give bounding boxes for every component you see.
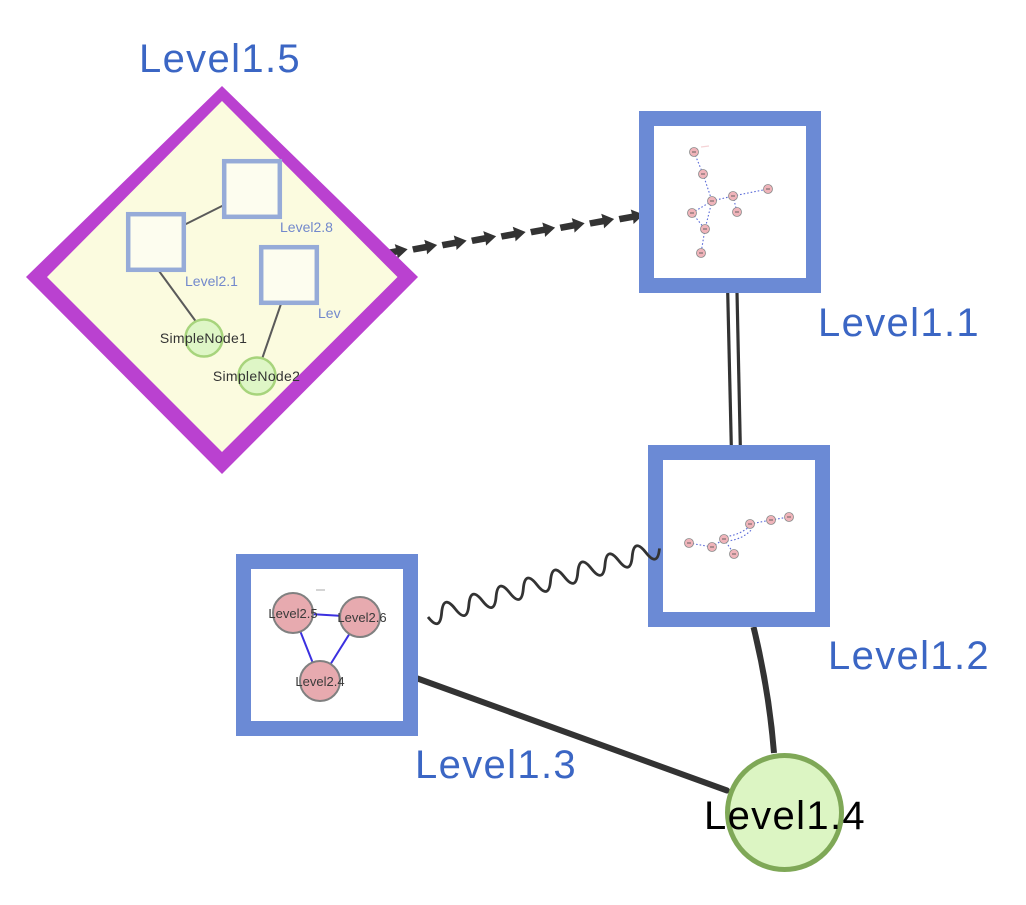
- svg-text:Level1.3: Level1.3: [415, 743, 577, 787]
- svg-text:Level2.1: Level2.1: [185, 273, 238, 289]
- svg-text:Level2.8: Level2.8: [280, 219, 333, 235]
- svg-text:Level1.5: Level1.5: [139, 37, 301, 81]
- svg-text:SimpleNode2: SimpleNode2: [213, 368, 300, 384]
- svg-text:Level1.2: Level1.2: [828, 634, 990, 678]
- svg-text:Lev: Lev: [318, 305, 341, 321]
- svg-text:Level2.6: Level2.6: [337, 610, 386, 625]
- svg-text:Level1.1: Level1.1: [818, 301, 980, 345]
- svg-text:Level2.5: Level2.5: [268, 606, 317, 621]
- svg-text:Level2.4: Level2.4: [295, 674, 344, 689]
- svg-text:Level1.4: Level1.4: [704, 794, 866, 838]
- svg-text:SimpleNode1: SimpleNode1: [160, 330, 247, 346]
